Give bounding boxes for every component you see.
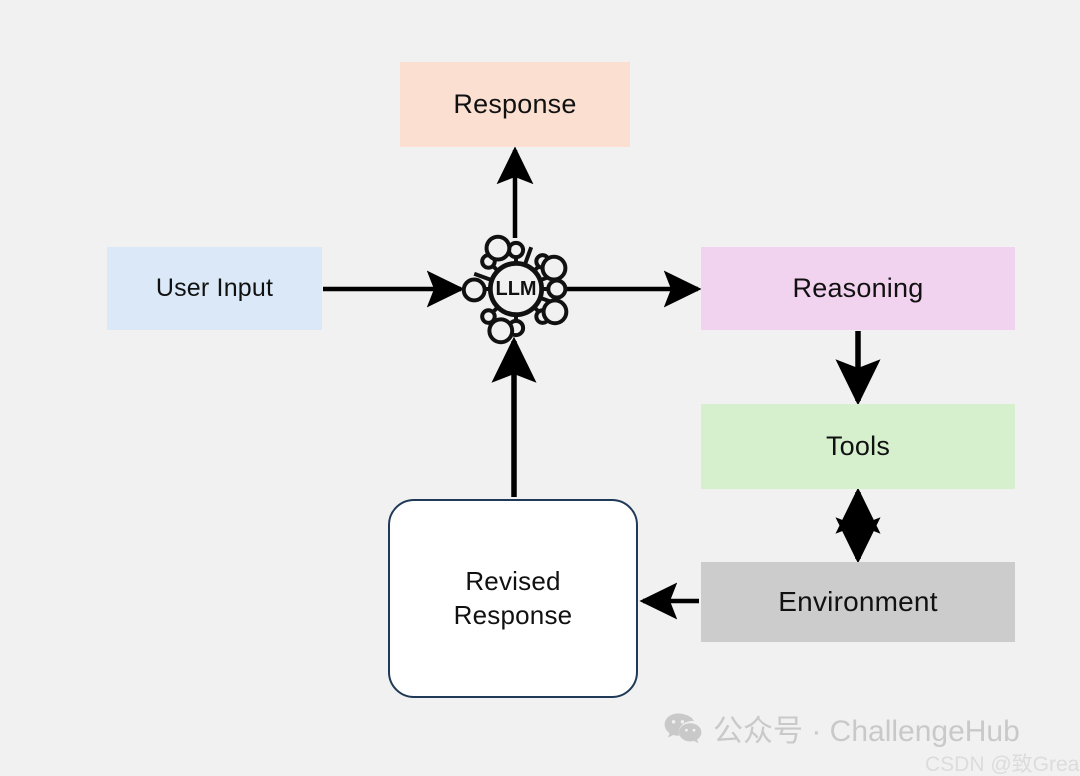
- node-response[interactable]: Response: [400, 62, 630, 147]
- node-tools-label: Tools: [825, 430, 891, 461]
- watermark-subtext: CSDN @致Great: [925, 753, 1080, 776]
- node-revised-response-line1: Revised: [465, 565, 561, 596]
- watermark-text: 公众号 · ChallengeHub: [713, 715, 1020, 748]
- wechat-icon: [664, 713, 702, 744]
- node-environment[interactable]: Environment: [701, 562, 1015, 642]
- node-tools[interactable]: Tools: [701, 404, 1015, 489]
- node-reasoning-label: Reasoning: [792, 272, 924, 303]
- llm-network-icon[interactable]: LLM: [459, 232, 573, 346]
- watermark: 公众号 · ChallengeHub: [663, 706, 1020, 750]
- node-user-input[interactable]: User Input: [107, 247, 322, 330]
- node-environment-label: Environment: [778, 585, 938, 617]
- node-user-input-label: User Input: [155, 274, 274, 303]
- node-revised-response[interactable]: Revised Response: [388, 499, 638, 698]
- node-response-label: Response: [453, 88, 577, 119]
- node-revised-response-line2: Response: [453, 599, 573, 630]
- llm-icon-label: LLM: [496, 278, 537, 300]
- node-reasoning[interactable]: Reasoning: [701, 247, 1015, 330]
